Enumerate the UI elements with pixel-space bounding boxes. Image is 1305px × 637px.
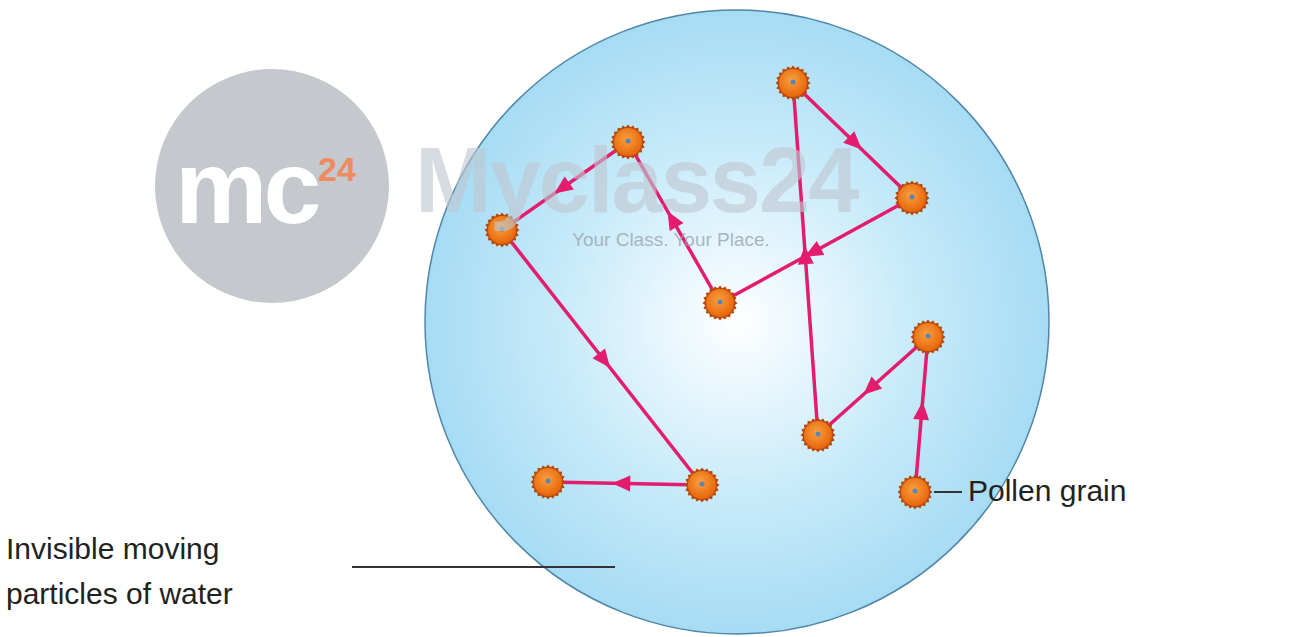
grain-edge	[703, 286, 738, 321]
path-segment	[818, 337, 928, 435]
grain-dot	[791, 80, 796, 85]
grain-body	[688, 471, 716, 499]
grain-edge	[776, 66, 811, 101]
grain-dot	[926, 334, 931, 339]
direction-arrowhead	[592, 348, 610, 367]
pollen-grain	[703, 286, 738, 321]
grain-body	[534, 468, 562, 496]
part-label: Pollen grain	[968, 474, 1126, 508]
part-label: Invisible moving particles of water	[6, 526, 274, 616]
pollen-grain	[801, 418, 836, 453]
direction-arrowhead	[863, 377, 882, 395]
grain-body	[779, 69, 807, 97]
pollen-grain	[776, 66, 811, 101]
watermark-tagline: Your Class. Your Place.	[572, 229, 770, 251]
grain-dot	[546, 479, 551, 484]
watermark-text: Myclass24	[415, 128, 857, 233]
grain-dot	[816, 432, 821, 437]
grain-body	[804, 421, 832, 449]
direction-arrowhead	[612, 476, 630, 492]
grain-dot	[700, 482, 705, 487]
direction-arrowhead	[913, 402, 929, 421]
grain-body	[914, 323, 942, 351]
path-segment	[502, 230, 702, 485]
grain-body	[706, 289, 734, 317]
grain-dot	[910, 195, 915, 200]
grain-dot	[718, 300, 723, 305]
direction-arrowhead	[805, 241, 825, 257]
grain-edge	[801, 418, 836, 453]
pollen-grain	[911, 320, 946, 355]
watermark-text: 24	[318, 150, 356, 189]
grain-edge	[895, 181, 930, 216]
grain-edge	[531, 465, 566, 500]
leader-line	[352, 566, 615, 568]
grain-edge	[898, 475, 933, 510]
grain-edge	[911, 320, 946, 355]
grain-body	[898, 184, 926, 212]
water-drop	[425, 10, 1049, 634]
grain-edge	[685, 468, 720, 503]
leader-line	[934, 491, 962, 493]
pollen-grain	[531, 465, 566, 500]
watermark-circle	[155, 69, 389, 303]
grain-body	[901, 478, 929, 506]
pollen-grain	[685, 468, 720, 503]
pollen-grain	[895, 181, 930, 216]
watermark-text: mc	[175, 128, 317, 247]
grain-dot	[913, 489, 918, 494]
pollen-grain	[898, 475, 933, 510]
